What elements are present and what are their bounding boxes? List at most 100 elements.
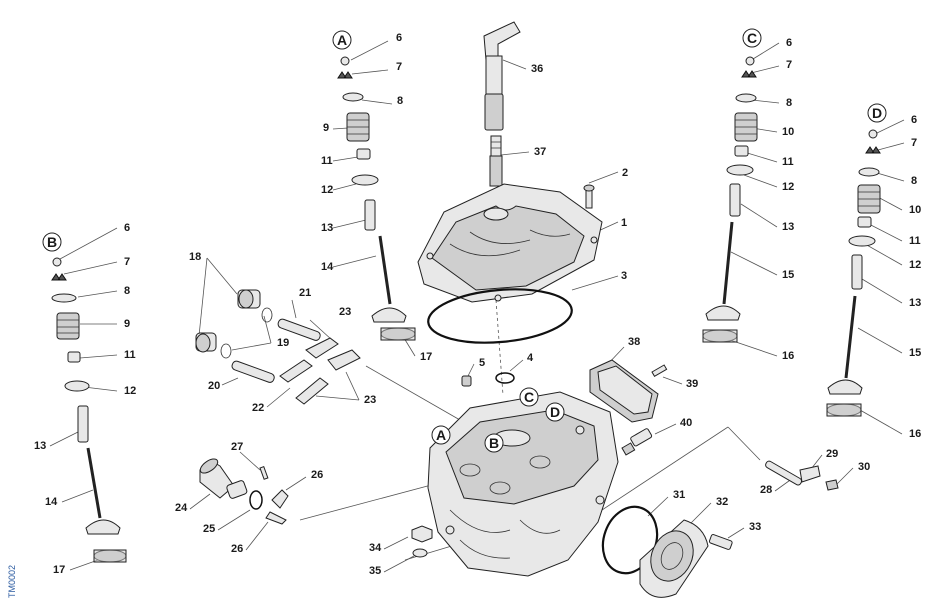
rocker-arm-icon <box>305 337 339 359</box>
part-label-19: 19 <box>277 337 289 349</box>
ignition-assembly <box>483 21 521 187</box>
valve-shim-icon <box>745 56 755 66</box>
valve-guide-icon <box>851 254 863 290</box>
spring-retainer-icon <box>735 93 757 103</box>
part-label-12: 12 <box>782 181 794 193</box>
part-label-11: 11 <box>321 155 333 167</box>
valve-shim-icon <box>52 257 62 267</box>
part-label-10: 10 <box>782 126 794 138</box>
part-label-17: 17 <box>53 564 65 576</box>
document-code: TM0002 <box>7 565 17 598</box>
part-label-6: 6 <box>396 32 402 44</box>
valve-stem-icon <box>378 235 392 305</box>
rocker-arm-icon <box>279 359 313 383</box>
part-label-6: 6 <box>786 37 792 49</box>
valve-collet-icon <box>51 273 67 281</box>
callout-circle-icon <box>742 28 762 48</box>
callout-letter: B <box>47 234 57 250</box>
callout-d: D <box>867 103 887 123</box>
rocker-arm-icon <box>295 377 329 405</box>
valve-stem-icon <box>722 221 734 305</box>
retainer-plate-icon <box>799 465 821 483</box>
part-label-34: 34 <box>369 542 382 554</box>
part-label-11: 11 <box>909 235 921 247</box>
valve-shim-icon <box>340 56 350 66</box>
part-label-12: 12 <box>321 184 333 196</box>
part-label-1: 1 <box>621 217 627 229</box>
part-label-14: 14 <box>45 496 58 508</box>
part-label-6: 6 <box>124 222 130 234</box>
part-label-23: 23 <box>364 394 376 406</box>
part-label-20: 20 <box>208 380 220 392</box>
valve-stem-icon <box>844 295 857 379</box>
valve-seal-icon <box>857 216 872 228</box>
spring-retainer-icon <box>51 293 77 303</box>
cylinder-head <box>427 391 619 577</box>
valve-shim-icon <box>868 129 878 139</box>
part-label-9: 9 <box>323 122 329 134</box>
part-label-33: 33 <box>749 521 761 533</box>
rocker-shaft-icon <box>277 318 321 341</box>
part-label-8: 8 <box>397 95 403 107</box>
valve-stack-d <box>826 129 881 417</box>
valve-seal-icon <box>67 351 81 363</box>
part-label-13: 13 <box>909 297 921 309</box>
spring-seat-icon <box>848 235 876 247</box>
leader-lines <box>49 40 905 573</box>
valve-collet-icon <box>337 71 353 79</box>
chain-tensioner-area <box>411 460 839 598</box>
part-label-14: 14 <box>321 261 334 273</box>
valve-head-icon <box>705 305 741 321</box>
dowel-pin-icon <box>461 375 472 387</box>
part-label-27: 27 <box>231 441 243 453</box>
valve-guide-icon <box>729 183 741 217</box>
callout-c: C <box>742 28 762 48</box>
part-label-40: 40 <box>680 417 692 429</box>
part-label-26: 26 <box>231 543 243 555</box>
part-label-35: 35 <box>369 565 381 577</box>
rocker-arm-icon <box>327 349 361 371</box>
part-label-7: 7 <box>396 61 402 73</box>
part-label-31: 31 <box>673 489 685 501</box>
callout-b: B <box>42 232 62 252</box>
part-label-39: 39 <box>686 378 698 390</box>
spark-plug-icon <box>490 135 502 157</box>
callout-letter: A <box>436 427 446 443</box>
part-label-26: 26 <box>311 469 323 481</box>
valve-stem-icon <box>86 447 102 519</box>
head-cover <box>417 183 603 303</box>
part-label-23: 23 <box>339 306 351 318</box>
callout-c: C <box>519 387 539 407</box>
part-label-12: 12 <box>909 259 921 271</box>
valve-stack-b <box>51 257 127 563</box>
cam-cover <box>589 359 668 456</box>
part-label-7: 7 <box>786 59 792 71</box>
part-label-22: 22 <box>252 402 264 414</box>
part-label-30: 30 <box>858 461 870 473</box>
callout-letter: D <box>550 404 560 420</box>
valve-head-icon <box>85 519 121 535</box>
ignition-coil-cap-icon <box>483 21 521 61</box>
pipe-clamp-icon <box>249 490 263 510</box>
callout-letter: C <box>524 389 534 405</box>
callout-circle-icon <box>42 232 62 252</box>
callout-circle-icon <box>519 387 539 407</box>
callout-letter: C <box>747 30 757 46</box>
callout-circle-icon <box>484 433 504 453</box>
part-label-11: 11 <box>124 349 136 361</box>
part-label-13: 13 <box>321 222 333 234</box>
ignition-coil-icon <box>485 55 503 97</box>
part-label-18: 18 <box>189 251 201 263</box>
valve-spring-icon <box>56 312 80 340</box>
part-label-7: 7 <box>911 137 917 149</box>
rocker-shaft-icon <box>231 360 275 383</box>
rocker-assembly <box>195 289 361 405</box>
valve-head-icon <box>827 379 863 395</box>
callout-circle-icon <box>332 30 352 50</box>
clip-icon <box>265 489 289 525</box>
callout-letter: B <box>489 435 499 451</box>
callout-a: A <box>431 425 451 445</box>
spring-seat-icon <box>351 174 379 186</box>
